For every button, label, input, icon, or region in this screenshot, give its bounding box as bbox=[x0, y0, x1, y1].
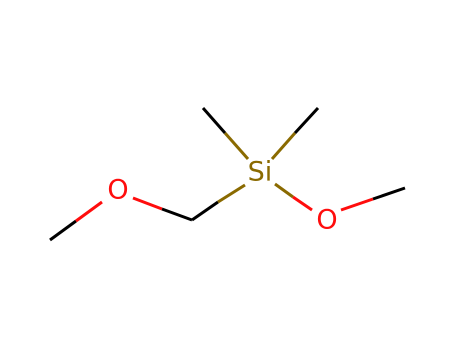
bond-methyl-o1 bbox=[49, 200, 103, 242]
bond-o2-methyl bbox=[340, 186, 406, 212]
atom-label-silicon: Si bbox=[248, 157, 273, 188]
bond-o1-methylene bbox=[132, 196, 193, 222]
atom-label-oxygen-left: O bbox=[107, 175, 128, 206]
bond-methylene-si bbox=[191, 183, 246, 222]
bond-si-methyl-right bbox=[270, 106, 320, 160]
bond-si-o2 bbox=[274, 182, 313, 212]
bond-si-methyl-left bbox=[201, 107, 250, 160]
atom-label-oxygen-right: O bbox=[316, 205, 337, 236]
